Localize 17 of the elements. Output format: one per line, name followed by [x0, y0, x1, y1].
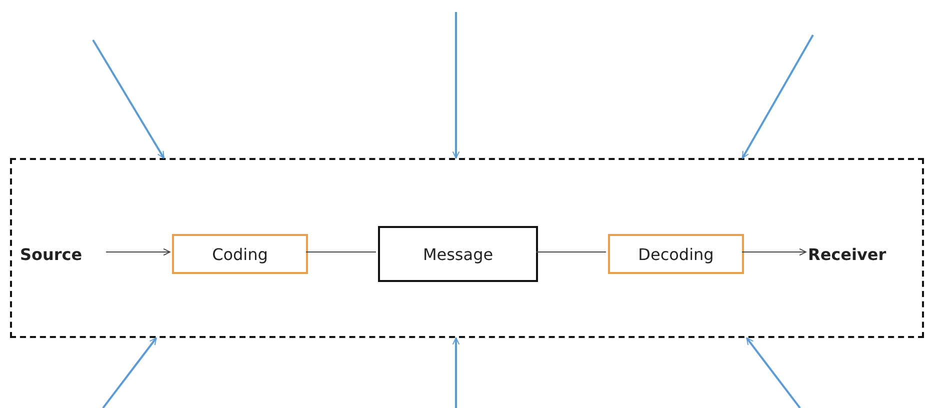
arrow: [106, 248, 170, 256]
box-label: Message: [422, 244, 494, 264]
receiver-label: Receiver: [808, 244, 886, 264]
arrow: [102, 337, 158, 408]
arrow: [92, 39, 165, 159]
process-box: [172, 234, 308, 274]
dashed-boundary-box: [10, 158, 924, 338]
arrow: [452, 338, 460, 408]
arrow: [742, 34, 814, 158]
arrow: [746, 337, 801, 408]
source-label: Source: [20, 244, 82, 264]
process-box: [608, 234, 744, 274]
box-label: Decoding: [638, 244, 714, 264]
arrow: [742, 248, 806, 256]
process-box: [378, 226, 538, 282]
box-label: Coding: [212, 244, 268, 264]
arrow: [452, 12, 460, 158]
